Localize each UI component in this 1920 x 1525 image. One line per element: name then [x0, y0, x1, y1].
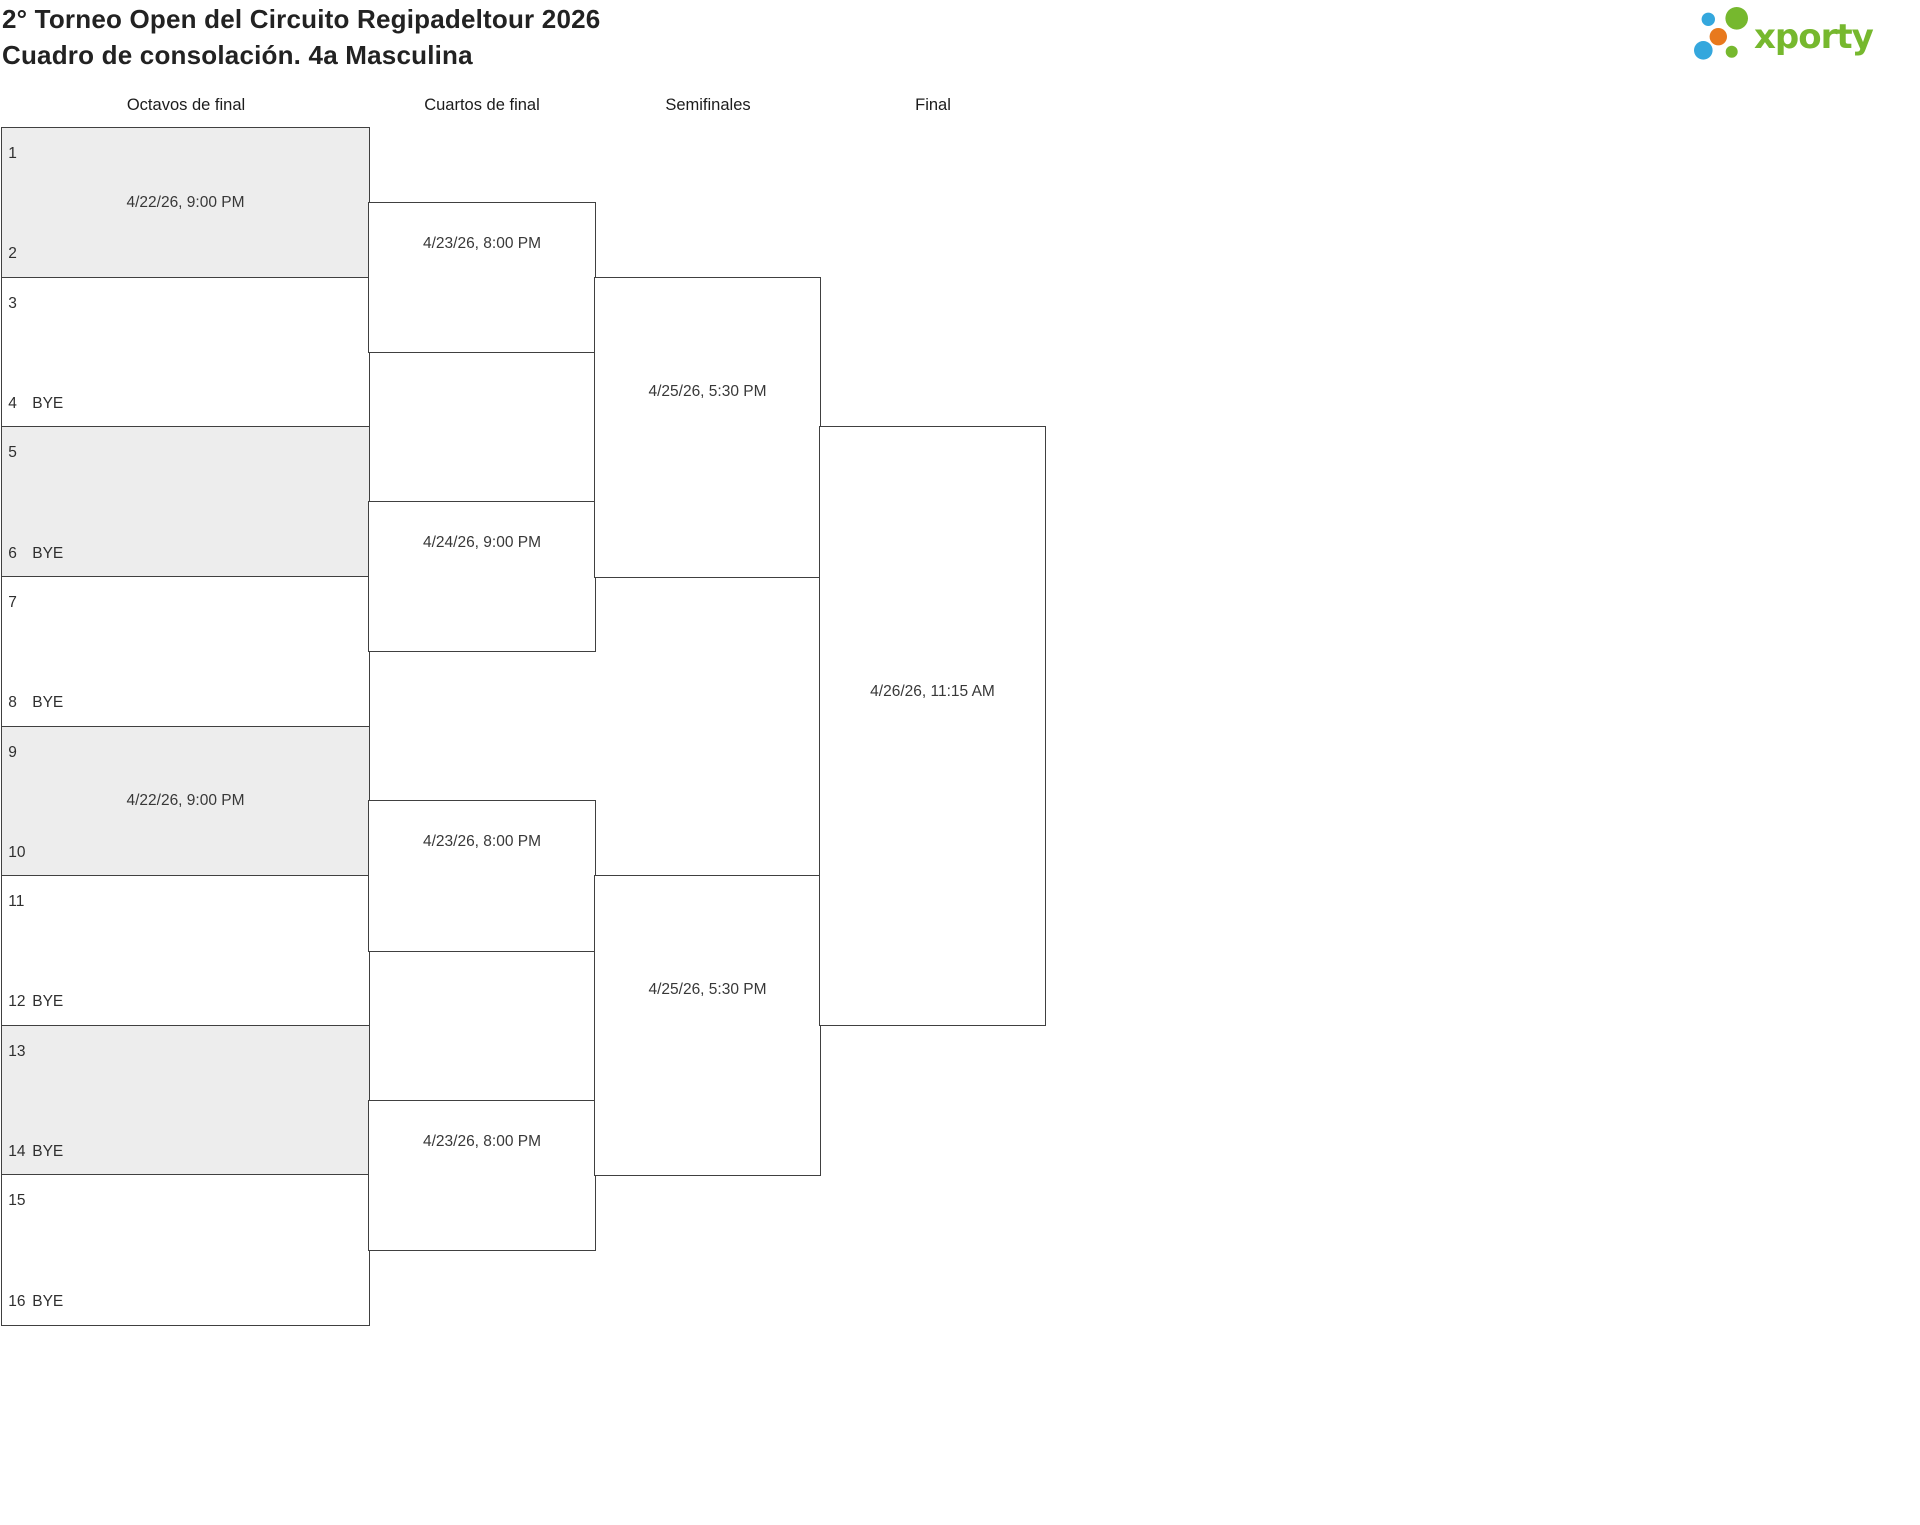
- match-date: 4/23/26, 8:00 PM: [422, 833, 542, 851]
- match-box-cuartos-1[interactable]: 4/23/26, 8:00 PM: [368, 202, 596, 354]
- xporty-logo[interactable]: xporty: [1680, 1, 1920, 67]
- match-box-cuartos-2[interactable]: 4/24/26, 9:00 PM: [368, 501, 596, 653]
- match-date: 4/23/26, 8:00 PM: [422, 235, 542, 253]
- match-date: 4/25/26, 5:30 PM: [648, 382, 767, 400]
- slot-6: 6 BYE: [8, 544, 365, 564]
- seed-number: 1: [8, 145, 17, 163]
- round-header-semifinales: Semifinales: [665, 96, 751, 114]
- seed-number: 15: [8, 1192, 26, 1210]
- match-date: 4/22/26, 9:00 PM: [126, 792, 245, 810]
- match-date: 4/22/26, 9:00 PM: [126, 194, 245, 212]
- seed-number: 6: [8, 544, 17, 562]
- slot-15: 15: [8, 1191, 365, 1211]
- seed-number: 9: [8, 743, 17, 761]
- bye-label: BYE: [32, 1292, 64, 1310]
- match-date: 4/23/26, 8:00 PM: [422, 1132, 542, 1150]
- bye-label: BYE: [32, 544, 64, 562]
- logo-text: xporty: [1754, 17, 1874, 57]
- slot-13: 13: [8, 1042, 365, 1062]
- seed-number: 5: [8, 444, 17, 462]
- slot-1: 1: [8, 144, 365, 164]
- slot-2: 2: [8, 244, 365, 264]
- bracket-subtitle: Cuadro de consolación. 4a Masculina: [2, 40, 473, 70]
- slot-3: 3: [8, 294, 365, 314]
- match-box-octavos-2[interactable]: 3 4 BYE: [1, 276, 370, 428]
- match-box-semifinal-2[interactable]: 4/25/26, 5:30 PM: [594, 875, 821, 1176]
- slot-5: 5: [8, 443, 365, 463]
- bye-label: BYE: [32, 1142, 64, 1160]
- match-box-octavos-5[interactable]: 9 10 4/22/26, 9:00 PM: [1, 725, 370, 877]
- match-box-cuartos-4[interactable]: 4/23/26, 8:00 PM: [368, 1099, 596, 1251]
- match-box-cuartos-3[interactable]: 4/23/26, 8:00 PM: [368, 800, 596, 952]
- match-box-octavos-7[interactable]: 13 14 BYE: [1, 1024, 370, 1176]
- match-date: 4/24/26, 9:00 PM: [422, 534, 542, 552]
- slot-12: 12 BYE: [8, 992, 365, 1012]
- match-box-final-1[interactable]: 4/26/26, 11:15 AM: [819, 426, 1046, 1027]
- tournament-title: 2° Torneo Open del Circuito Regipadeltou…: [2, 4, 601, 34]
- seed-number: 11: [8, 893, 25, 911]
- bye-label: BYE: [32, 394, 64, 412]
- seed-number: 2: [8, 245, 17, 263]
- seed-number: 3: [8, 294, 17, 312]
- match-box-octavos-1[interactable]: 1 2 4/22/26, 9:00 PM: [1, 127, 370, 279]
- match-date: 4/26/26, 11:15 AM: [870, 683, 995, 701]
- seed-number: 16: [8, 1292, 26, 1310]
- seed-number: 4: [8, 394, 17, 412]
- slot-9: 9: [8, 743, 365, 763]
- seed-number: 7: [8, 594, 17, 612]
- seed-number: 14: [8, 1142, 26, 1160]
- match-box-semifinal-1[interactable]: 4/25/26, 5:30 PM: [594, 276, 821, 578]
- slot-10: 10: [8, 843, 365, 863]
- xporty-logo-graphic: xporty: [1694, 6, 1875, 60]
- slot-11: 11: [8, 892, 365, 912]
- seed-number: 10: [8, 843, 26, 861]
- slot-8: 8 BYE: [8, 693, 365, 713]
- page-title-block: 2° Torneo Open del Circuito Regipadeltou…: [2, 1, 600, 73]
- match-box-octavos-8[interactable]: 15 16 BYE: [1, 1174, 370, 1326]
- match-date: 4/25/26, 5:30 PM: [648, 981, 767, 999]
- slot-16: 16 BYE: [8, 1292, 365, 1312]
- bye-label: BYE: [32, 993, 64, 1011]
- bye-label: BYE: [32, 694, 64, 712]
- round-header-cuartos: Cuartos de final: [424, 96, 540, 114]
- seed-number: 13: [8, 1042, 26, 1060]
- match-box-octavos-4[interactable]: 7 8 BYE: [1, 576, 370, 728]
- slot-4: 4 BYE: [8, 394, 365, 414]
- seed-number: 12: [8, 993, 26, 1011]
- slot-14: 14 BYE: [8, 1142, 365, 1162]
- match-box-octavos-6[interactable]: 11 12 BYE: [1, 875, 370, 1027]
- match-box-octavos-3[interactable]: 5 6 BYE: [1, 426, 370, 578]
- logo-dots-icon: [1694, 6, 1748, 60]
- round-header-octavos: Octavos de final: [126, 96, 246, 114]
- round-header-final: Final: [915, 96, 951, 114]
- slot-7: 7: [8, 593, 365, 613]
- seed-number: 8: [8, 694, 17, 712]
